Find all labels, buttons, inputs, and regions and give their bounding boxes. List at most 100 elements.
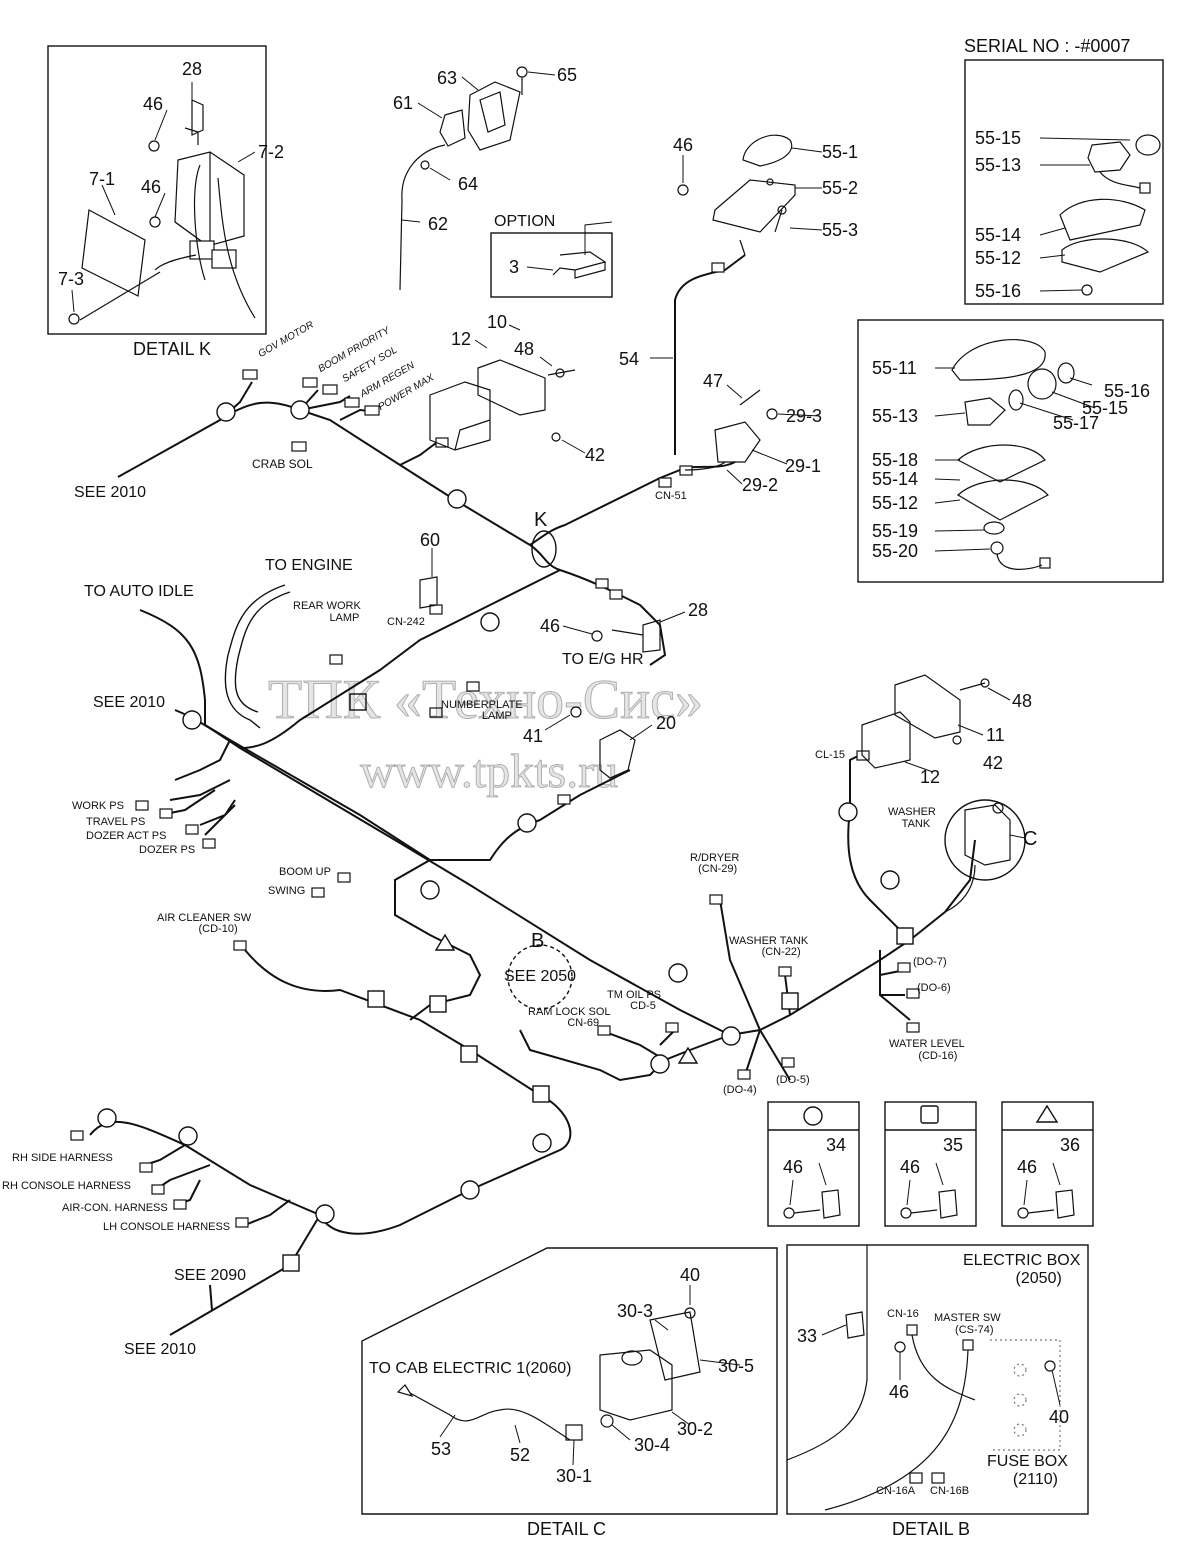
serial-number: SERIAL NO : -#0007 [964,36,1131,56]
label-swing: SWING [268,885,306,897]
watermark-company: ТПК «Техно-Сис» [268,669,704,731]
label-cn-16b: CN-16B [930,1485,970,1497]
callout: B [531,930,545,952]
serial-frame-top [964,59,1164,305]
label-do7: (DO-7) [913,956,947,968]
callout: 55-12 [975,248,1022,268]
callout: 55-14 [872,469,919,489]
callout: 55-13 [872,406,919,426]
detail-c-parts [396,1307,701,1441]
callout: 47 [703,371,724,391]
legend-box-triangle [1001,1101,1094,1227]
callout: 20 [656,713,677,733]
callout: 55-20 [872,541,919,561]
callout: 3 [509,257,520,277]
callout: 41 [523,726,544,746]
callout: 64 [458,174,479,194]
label-lh-console-harness: LH CONSOLE HARNESS [103,1221,231,1233]
serial-detail-top [1059,134,1161,296]
callout: 12 [451,329,472,349]
label-master-sw: MASTER SW (CS-74) [934,1312,1001,1336]
label-dozer-ps: DOZER PS [139,844,196,856]
callout: 55-13 [975,155,1022,175]
callout: 42 [983,753,1004,773]
legend-box-square [884,1101,977,1227]
callout: 46 [783,1157,804,1177]
detail-b-frame [786,1244,1089,1515]
callout: 46 [673,135,694,155]
callout: 30-4 [634,1435,671,1455]
bracket-parts [419,576,661,653]
callout: 48 [514,339,535,359]
k-loop [531,530,557,568]
label-rear-work-lamp: REAR WORK LAMP [293,600,361,624]
detail-c-title: DETAIL C [527,1519,607,1539]
label-washer-tank: WASHER TANK [888,806,936,830]
callout: 7-3 [58,269,85,289]
callout: 61 [393,93,414,113]
callout: 30-1 [556,1466,593,1486]
callout: 29-1 [785,456,822,476]
label-to-eg-hr: TO E/G HR [562,651,644,668]
callout: K [534,509,548,531]
callout: 36 [1060,1135,1081,1155]
callout: 48 [1012,691,1033,711]
label-work-ps: WORK PS [72,800,124,812]
label-fuse-box: FUSE BOX (2110) [987,1453,1068,1488]
callout: 33 [797,1326,818,1346]
label-to-engine: TO ENGINE [265,557,353,574]
callout: 12 [920,767,941,787]
option-label: OPTION [494,213,556,230]
callout: 55-14 [975,225,1022,245]
callout: 63 [437,68,458,88]
cab-light-parts [399,66,528,291]
label-cn-242: CN-242 [387,616,425,628]
callout: 54 [619,349,640,369]
label-see-2050: SEE 2050 [504,968,577,985]
callout: 30-3 [617,1301,654,1321]
callout: 55-1 [822,142,859,162]
legend-parts [783,1189,1075,1219]
callout: 55-16 [975,281,1022,301]
label-dozer-act-ps: DOZER ACT PS [86,830,167,842]
detail-b-circle [507,944,573,1010]
option-frame [490,232,613,298]
watermark-url: www.tpkts.ru [359,745,619,798]
label-water-level: WATER LEVEL (CD-16) [889,1038,965,1062]
label-do5: (DO-5) [776,1074,810,1086]
callout: 55-19 [872,521,919,541]
label-rh-console-harness: RH CONSOLE HARNESS [2,1180,131,1192]
callout: 46 [143,94,164,114]
detail-k-title: DETAIL K [133,339,212,359]
label-numberplate-lamp: NUMBERPLATE LAMP [441,699,523,722]
label-cn-51: CN-51 [655,490,687,502]
callout: 62 [428,214,449,234]
callout: 55-16 [1104,381,1151,401]
callout: 55-15 [975,128,1022,148]
label-aircon-harness: AIR-CON. HARNESS [62,1202,168,1214]
callout: 53 [431,1439,452,1459]
detail-k-parts [68,99,256,325]
detail-c-frame [361,1247,778,1515]
detail-b-parts [786,1245,1061,1511]
label-boom-up: BOOM UP [279,866,331,878]
label-crab-sol: CRAB SOL [252,457,313,471]
callout: 46 [540,616,561,636]
label-see-2010-top: SEE 2010 [74,484,147,501]
callout: 46 [889,1382,910,1402]
callout: 55-11 [872,358,917,378]
callout: 34 [826,1135,847,1155]
leader-lines [71,71,1131,1466]
label-tm-oil-ps: TM OIL PS CD-5 [607,989,661,1012]
lamp-29 [684,389,778,471]
label-travel-ps: TRAVEL PS [86,816,146,828]
callout: 55-2 [822,178,859,198]
callout: 52 [510,1445,531,1465]
callout: 28 [688,600,709,620]
callout: 40 [1049,1407,1070,1427]
label-do6: (DO-6) [917,982,951,994]
light-12-top [429,359,576,451]
callout: 55-3 [822,220,859,240]
label-cl-15: CL-15 [815,749,845,761]
callout: 29-3 [786,406,823,426]
